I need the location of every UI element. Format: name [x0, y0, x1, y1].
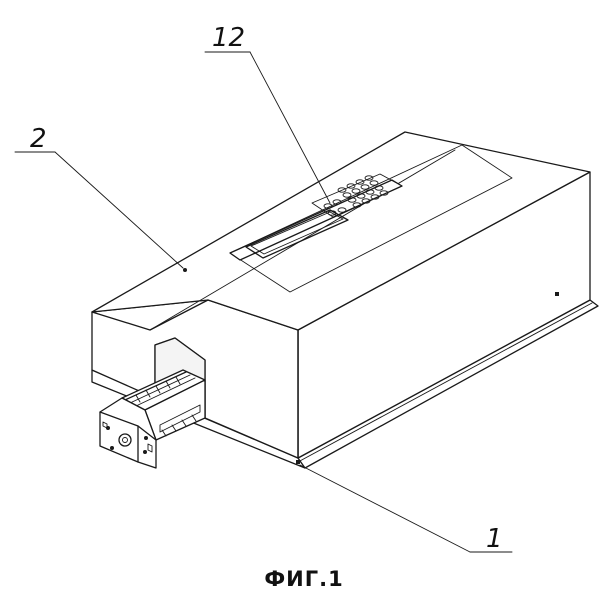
drawer-front-hardware [102, 421, 153, 454]
drawer-side-rail [161, 414, 197, 437]
reference-1: 1 [299, 464, 513, 554]
ref-label-2: 2 [30, 124, 47, 154]
figure-caption: ФИГ.1 [264, 567, 344, 591]
keypad [311, 173, 403, 218]
reference-12: 12 [204, 23, 331, 204]
control-panel [229, 173, 403, 261]
reference-2: 2 [14, 124, 184, 269]
screw-dot [555, 292, 559, 296]
ref-label-12: 12 [212, 23, 245, 53]
drawer-rail-teeth [135, 376, 181, 403]
sample-drawer [99, 369, 206, 469]
display-screen [245, 209, 349, 259]
ref-label-1: 1 [486, 524, 503, 554]
screw-dot [296, 460, 300, 464]
marker-dot [183, 268, 187, 272]
